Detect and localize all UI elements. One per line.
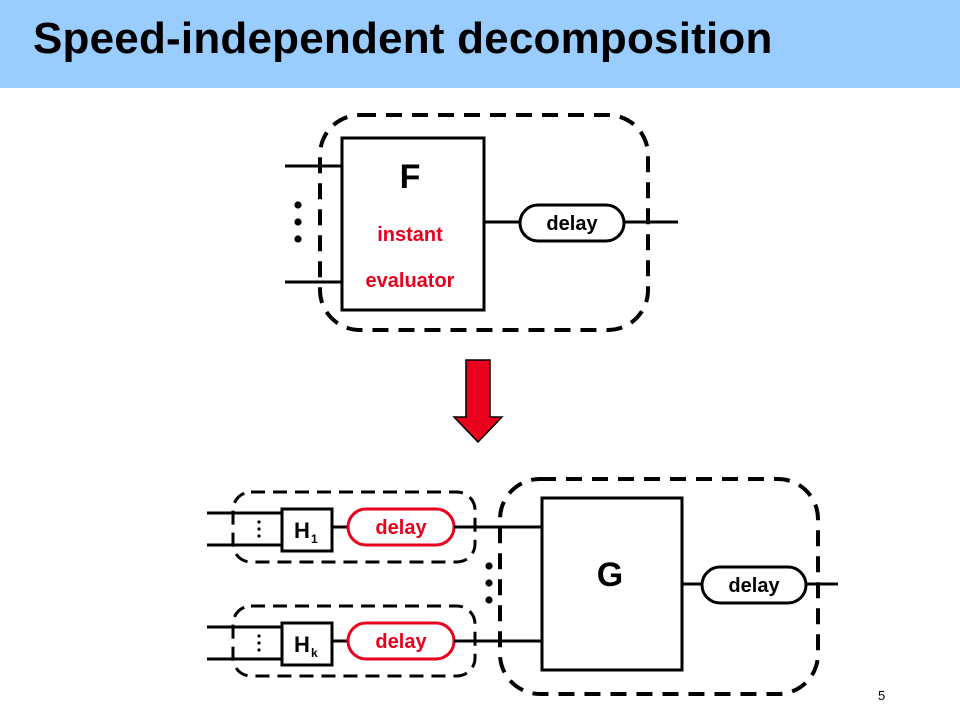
f-box: [340, 136, 486, 312]
h1-label: H: [294, 518, 310, 543]
hk-module: H k delay: [207, 604, 542, 678]
g-dashed-boundary: [498, 477, 820, 696]
h1-box: [280, 507, 334, 553]
g-label: G: [597, 556, 623, 594]
hk-subscript: k: [311, 646, 318, 660]
f-label: F: [400, 158, 421, 196]
hk-label: H: [294, 632, 310, 657]
g-input-ellipsis: [485, 562, 493, 604]
g-delay-label: delay: [728, 575, 780, 597]
title-bar: Speed-independent decomposition: [0, 0, 960, 88]
hk-input-ellipsis: [257, 634, 261, 652]
hk-box: [280, 621, 334, 667]
h1-module: H 1 delay: [207, 490, 542, 564]
h1-delay-label: delay: [375, 517, 427, 539]
slide-title: Speed-independent decomposition: [33, 14, 773, 63]
f-instant-label: instant: [377, 224, 443, 246]
g-module: G delay: [485, 477, 838, 696]
f-evaluator-label: evaluator: [366, 270, 455, 292]
h1-input-ellipsis: [257, 520, 261, 538]
top-module: F instant evaluator delay: [285, 113, 678, 332]
page-number: 5: [878, 688, 886, 703]
h1-subscript: 1: [311, 532, 318, 546]
top-delay-label: delay: [546, 213, 598, 235]
top-input-ellipsis: [294, 201, 302, 243]
hk-delay-label: delay: [375, 631, 427, 653]
transform-arrow: [452, 359, 504, 444]
